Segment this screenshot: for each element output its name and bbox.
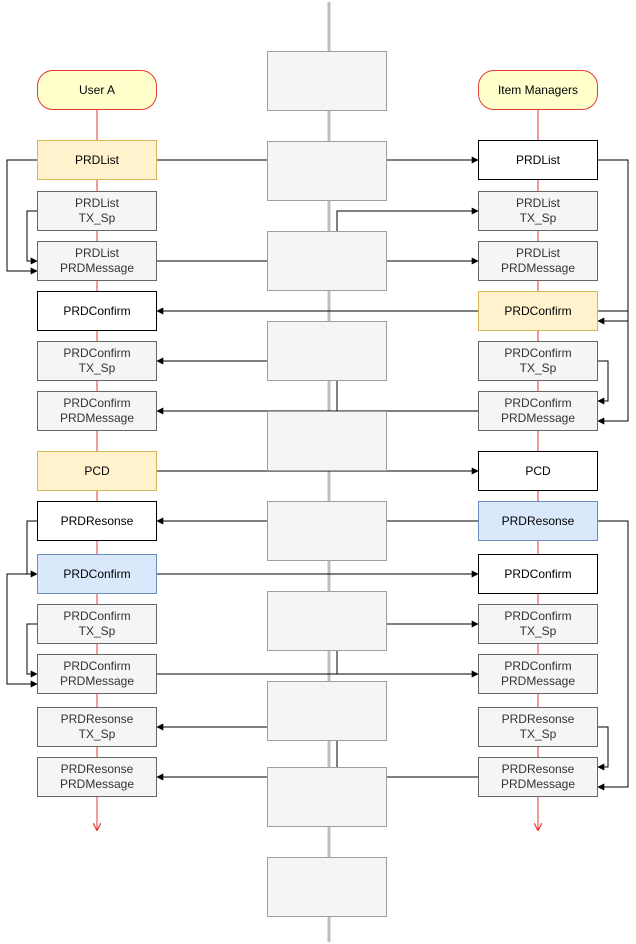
message-label: PRDConfirm xyxy=(63,659,131,673)
message-label: PRDConfirm xyxy=(504,566,572,581)
right-message-box-prdconfirm[interactable]: PRDConfirm xyxy=(478,554,598,594)
message-label: PRDMessage xyxy=(59,777,135,791)
middle-placeholder-box xyxy=(267,591,387,651)
message-label: PRDList xyxy=(515,196,560,210)
left-message-box-prdlist[interactable]: PRDList xyxy=(37,140,157,180)
middle-placeholder-box xyxy=(267,681,387,741)
message-arrow xyxy=(6,573,38,688)
left-message-box-prdresonse[interactable]: PRDResonse xyxy=(37,501,157,541)
message-label: TX_Sp xyxy=(78,727,116,741)
message-label: PRDConfirm xyxy=(504,659,572,673)
actor-user-a[interactable]: User A xyxy=(37,70,157,110)
message-label: PRDMessage xyxy=(59,411,135,425)
message-label: PRDConfirm xyxy=(63,566,131,581)
message-label: TX_Sp xyxy=(78,211,116,225)
message-arrow xyxy=(597,310,629,425)
message-label: PRDResonse xyxy=(501,762,575,776)
middle-placeholder-box xyxy=(267,51,387,111)
message-label: PRDResonse xyxy=(501,513,575,528)
message-label: PRDConfirm xyxy=(504,609,572,623)
message-label: PRDMessage xyxy=(500,674,576,688)
message-label: PRDConfirm xyxy=(63,396,131,410)
message-label: PRDList xyxy=(74,246,119,260)
message-label: PCD xyxy=(525,463,551,478)
middle-placeholder-box xyxy=(267,411,387,471)
message-label: TX_Sp xyxy=(78,361,116,375)
middle-placeholder-box xyxy=(267,141,387,201)
middle-placeholder-box xyxy=(267,767,387,827)
message-arrow xyxy=(26,520,38,578)
message-arrow xyxy=(597,520,629,791)
middle-placeholder-box xyxy=(267,231,387,291)
message-label: PRDConfirm xyxy=(63,346,131,360)
message-label: PRDMessage xyxy=(59,674,135,688)
message-label: PRDMessage xyxy=(500,411,576,425)
left-message-box-prdconfirm[interactable]: PRDConfirm xyxy=(37,291,157,331)
message-arrow xyxy=(597,360,609,405)
message-label: TX_Sp xyxy=(519,727,557,741)
message-label: PRDList xyxy=(74,152,119,167)
message-label: PRDList xyxy=(74,196,119,210)
middle-placeholder-box xyxy=(267,321,387,381)
message-label: PRDResonse xyxy=(60,712,134,726)
message-arrow xyxy=(6,159,38,275)
message-arrow xyxy=(597,159,629,325)
message-label: PRDList xyxy=(515,246,560,260)
message-label: PRDMessage xyxy=(500,777,576,791)
message-arrow xyxy=(26,210,38,265)
message-label: PRDList xyxy=(515,152,560,167)
right-message-box-prdconfirm[interactable]: PRDConfirm xyxy=(478,291,598,331)
middle-placeholder-box xyxy=(267,857,387,917)
message-label: TX_Sp xyxy=(78,624,116,638)
message-label: PRDConfirm xyxy=(504,396,572,410)
message-label: PRDResonse xyxy=(501,712,575,726)
message-arrow xyxy=(597,726,609,771)
right-message-box-prdresonse[interactable]: PRDResonse xyxy=(478,501,598,541)
middle-placeholder-box xyxy=(267,501,387,561)
message-label: PCD xyxy=(84,463,110,478)
left-message-box-prdconfirm[interactable]: PRDConfirm xyxy=(37,554,157,594)
message-label: PRDConfirm xyxy=(63,303,131,318)
message-label: PRDResonse xyxy=(60,762,134,776)
message-label: PRDMessage xyxy=(59,261,135,275)
right-message-box-prdlist[interactable]: PRDList xyxy=(478,140,598,180)
actor-item-managers[interactable]: Item Managers xyxy=(478,70,598,110)
message-label: PRDMessage xyxy=(500,261,576,275)
right-message-box-pcd[interactable]: PCD xyxy=(478,451,598,491)
left-message-box-pcd[interactable]: PCD xyxy=(37,451,157,491)
message-label: PRDResonse xyxy=(60,513,134,528)
message-label: TX_Sp xyxy=(519,361,557,375)
message-label: TX_Sp xyxy=(519,624,557,638)
message-arrow xyxy=(26,623,38,678)
message-label: PRDConfirm xyxy=(504,303,572,318)
message-label: PRDConfirm xyxy=(63,609,131,623)
message-label: TX_Sp xyxy=(519,211,557,225)
message-label: PRDConfirm xyxy=(504,346,572,360)
